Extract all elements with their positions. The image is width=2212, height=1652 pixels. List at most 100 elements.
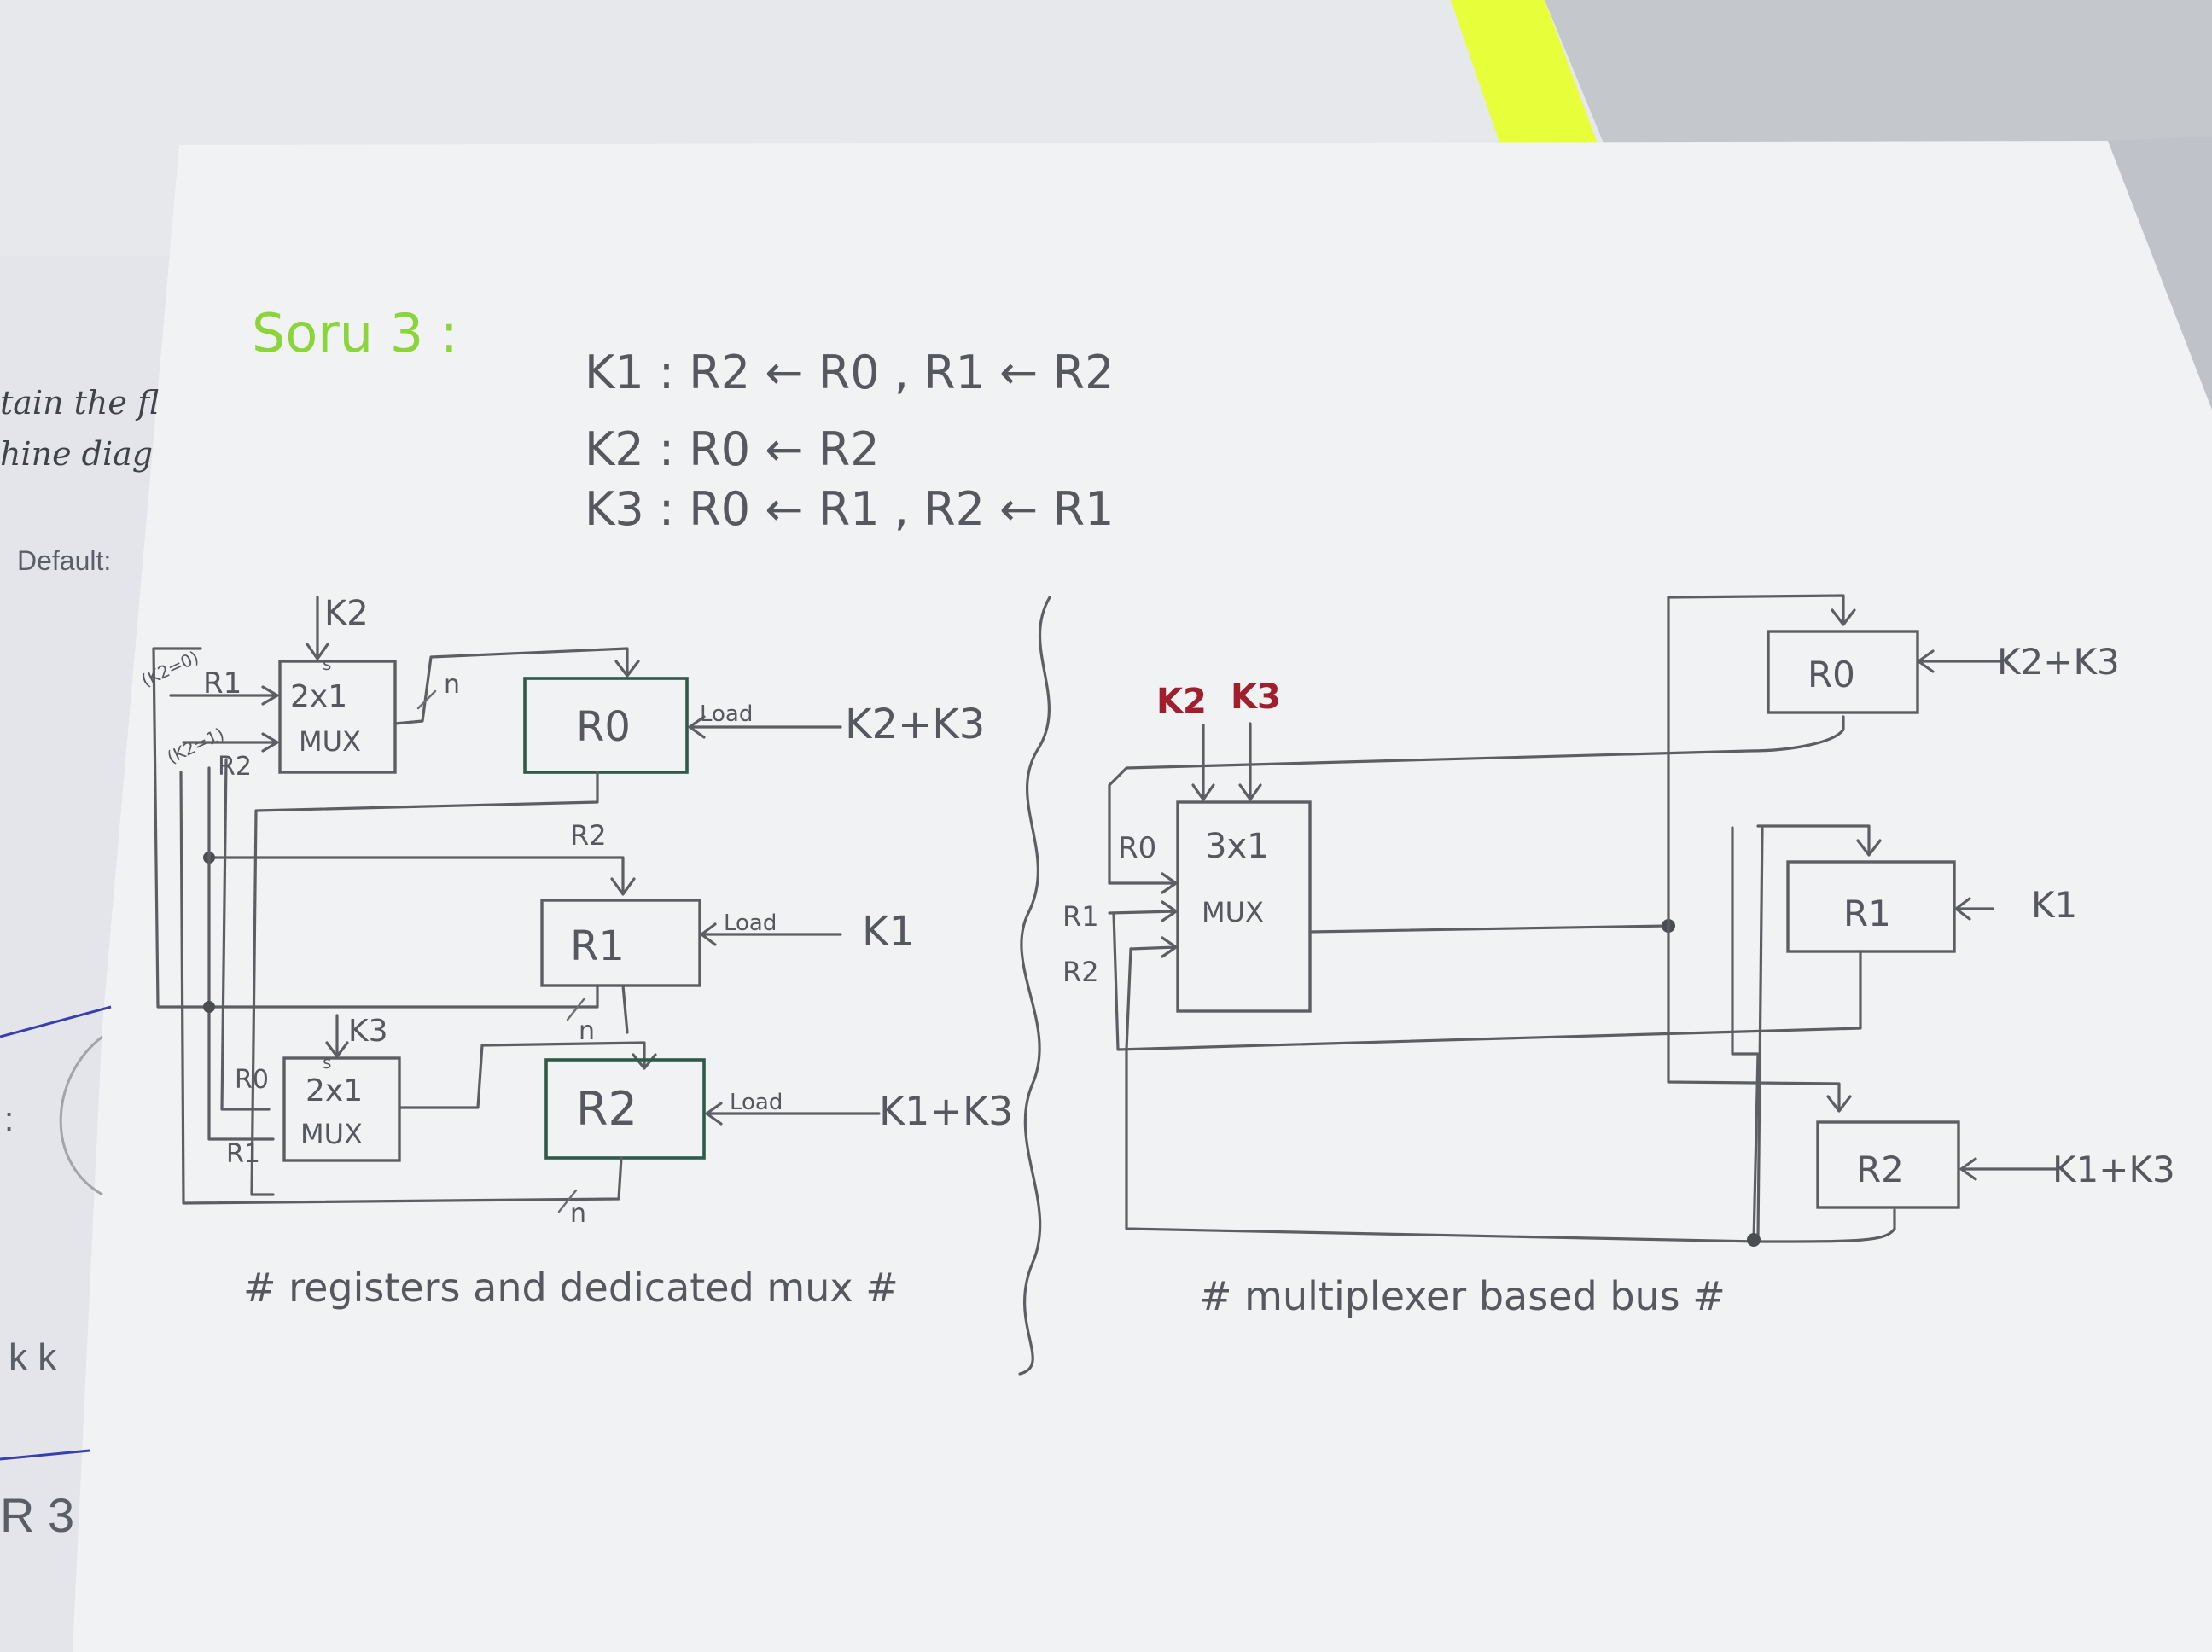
- left-r2-load-arrow: [705, 1102, 881, 1126]
- right-bus-vertical-wire: [1667, 596, 1852, 1113]
- right-diagram: K2 K3 3x1 MUX R0 R1 R2 R0 K2+K3: [1062, 594, 2175, 1319]
- right-r1-output-wire: [1112, 911, 1862, 1051]
- left-mux-r2-select-label: K3: [348, 1014, 388, 1049]
- left-mux-r0-in1-label: R2: [218, 752, 252, 782]
- left-mux-r0-select-tick: s: [323, 654, 331, 674]
- left-r2-feed-wire: [207, 766, 275, 1141]
- operation-k1: K1 : R2 ← R0 , R1 ← R2: [585, 346, 1114, 399]
- left-r2-load-label: Load: [730, 1090, 783, 1115]
- right-bus-to-r1-wire: [1756, 824, 1882, 857]
- divider-line: [1018, 596, 1051, 1376]
- right-r2-control-arrow: [1959, 1157, 2058, 1181]
- left-mux-r0-output-wire: [393, 647, 640, 725]
- left-mux-r0-bus-width: n: [444, 670, 460, 700]
- right-r0-label: R0: [1807, 654, 1855, 695]
- left-r0-control: K2+K3: [845, 701, 985, 748]
- bus-slash: [416, 689, 437, 710]
- left-mux-r0-label-top: 2x1: [290, 679, 347, 714]
- left-mux-r0-select-label: K2: [324, 594, 369, 633]
- right-r2-control: K1+K3: [2052, 1149, 2175, 1190]
- background-text-line1: tain the fl: [0, 384, 159, 422]
- right-mux-select-a: K2: [1156, 682, 1207, 721]
- right-register-r0: [1767, 630, 1919, 714]
- right-mux-select-b-arrow: [1238, 722, 1262, 801]
- left-r1-input-label: R2: [570, 819, 607, 852]
- right-mux-in2-label: R2: [1062, 956, 1099, 988]
- left-mux-r0: [278, 660, 397, 774]
- left-r1-tap-wire: [621, 984, 629, 1034]
- left-r0-load-label: Load: [700, 701, 753, 727]
- right-mux-in1-arrow: [1108, 900, 1178, 922]
- background-oval: [59, 1035, 103, 1196]
- right-mux-in0-label: R0: [1118, 831, 1156, 865]
- left-r1-bus-width: n: [579, 1016, 595, 1046]
- right-register-r1: [1786, 860, 1956, 953]
- left-mux-r0-in0-sel: (K2=0): [138, 647, 201, 691]
- left-diagram: 2x1 MUX s K2 (K2=0) R1 (K2=1) R2 n R0 Lo…: [138, 594, 1013, 1311]
- right-bus-to-r0-wire: [1667, 594, 1856, 626]
- operation-k2: K2 : R0 ← R2: [585, 422, 880, 476]
- right-r0-output-wire: [1108, 715, 1845, 885]
- left-register-r2: [544, 1058, 706, 1160]
- left-r0-output-wire: [250, 771, 599, 1196]
- right-r1-label: R1: [1843, 893, 1891, 934]
- left-mux-r0-select-arrow: [306, 596, 329, 660]
- main-sheet: [73, 141, 2212, 1652]
- right-mux-select-b: K3: [1231, 678, 1281, 717]
- right-mux-select-a-arrow: [1191, 724, 1215, 801]
- right-mux-label-top: 3x1: [1205, 827, 1269, 866]
- right-r0-control-arrow: [1917, 649, 2003, 673]
- right-r1-control-arrow: [1954, 897, 1994, 921]
- right-mux: [1176, 800, 1312, 1013]
- left-mux-r2-label-top: 2x1: [306, 1073, 363, 1108]
- right-register-r2: [1816, 1120, 1960, 1209]
- left-diagram-caption: # registers and dedicated mux #: [243, 1265, 899, 1311]
- background-fragment-kk: k k: [9, 1336, 57, 1378]
- left-mux-r2-in1-label: R1: [226, 1139, 260, 1169]
- junction-dot: [1747, 1233, 1761, 1247]
- operation-k3: K3 : R0 ← R1 , R2 ← R1: [585, 482, 1114, 536]
- junction-dot: [203, 1001, 215, 1013]
- left-mux-r0-in0-arrow: [169, 685, 279, 706]
- right-mux-label-bottom: MUX: [1202, 896, 1264, 928]
- right-diagram-caption: # multiplexer based bus #: [1199, 1273, 1726, 1319]
- left-r1-feed-wire: [220, 758, 271, 1111]
- sheet-shadow: [2108, 137, 2212, 410]
- background-default-label: Default:: [17, 545, 111, 576]
- left-r1-load-label: Load: [724, 910, 777, 936]
- highlighter-paper: [1451, 0, 1604, 175]
- background-colon: :: [4, 1101, 14, 1138]
- right-mux-in1-label: R1: [1062, 900, 1099, 933]
- left-register-r0: [523, 677, 689, 774]
- right-mux-in0-arrow: [1108, 872, 1178, 894]
- left-r1-output-wire: [152, 647, 599, 1009]
- left-r2-label: R2: [576, 1082, 637, 1136]
- right-bus-branch-wire: [1756, 826, 1764, 1239]
- left-r2-output-wire: [179, 771, 623, 1205]
- right-r0-control: K2+K3: [1997, 641, 2120, 683]
- background-text-line2: hine diag: [0, 435, 153, 473]
- left-r0-label: R0: [576, 703, 631, 751]
- question-heading: Soru 3 :: [252, 302, 458, 364]
- left-mux-r2-select-tick: s: [323, 1052, 331, 1073]
- left-mux-r2: [282, 1056, 401, 1162]
- right-r1-control: K1: [2031, 884, 2077, 926]
- background-rule-line: [0, 1449, 90, 1461]
- left-r2-control: K1+K3: [879, 1088, 1013, 1134]
- bus-slash: [557, 1189, 578, 1213]
- left-mux-r2-in0-label: R0: [235, 1065, 269, 1095]
- left-r1-input-wire: [207, 856, 636, 896]
- left-mux-r2-label-bottom: MUX: [300, 1118, 363, 1150]
- left-register-r1: [540, 899, 701, 987]
- left-r1-load-arrow: [700, 922, 842, 946]
- left-mux-r2-select-arrow: [325, 1014, 349, 1058]
- right-r2-output-wire: [1125, 947, 1896, 1243]
- background-rule-line: [0, 1005, 112, 1038]
- left-r0-load-arrow: [688, 715, 842, 739]
- right-r2-label: R2: [1856, 1149, 1904, 1190]
- left-r1-label: R1: [570, 922, 625, 970]
- right-mux-output-wire: [1308, 924, 1670, 934]
- background-fragment-r3: R 3: [0, 1488, 74, 1542]
- left-r2-bus-width: n: [570, 1199, 586, 1229]
